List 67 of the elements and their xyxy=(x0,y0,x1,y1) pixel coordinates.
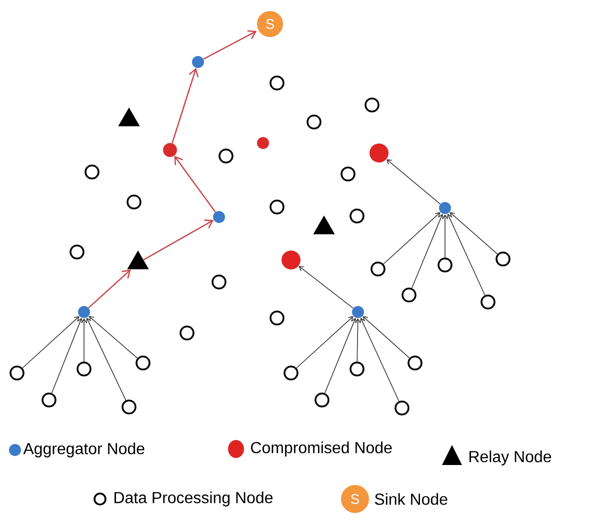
circle-node xyxy=(394,400,410,416)
circle-node xyxy=(126,194,142,210)
dot-node xyxy=(282,250,300,270)
circle-node xyxy=(270,76,284,90)
arrow xyxy=(143,220,214,260)
dot-node xyxy=(192,56,204,68)
arrow xyxy=(442,214,448,258)
arrow xyxy=(383,212,440,264)
circle-node xyxy=(364,98,380,112)
arrow xyxy=(324,318,357,394)
legend-label: Data Processing Node xyxy=(114,492,273,506)
arrow xyxy=(446,214,486,296)
circle-node xyxy=(270,200,284,214)
circle-node xyxy=(76,362,92,376)
triangle-node xyxy=(313,216,335,234)
arrow xyxy=(298,266,354,309)
circle-node xyxy=(136,356,150,370)
arrow xyxy=(360,318,400,402)
arrow xyxy=(51,318,83,394)
arrow xyxy=(386,159,441,204)
circle-node xyxy=(212,274,226,290)
arrow xyxy=(172,68,199,144)
legend-label: Aggregator Node xyxy=(23,442,144,458)
circle-node xyxy=(314,392,330,408)
circle-node xyxy=(496,252,510,266)
circle-node xyxy=(42,392,56,408)
circle-node xyxy=(10,366,24,380)
arrow xyxy=(411,214,444,289)
arrow xyxy=(203,30,257,60)
legend-label: Compromised Node xyxy=(251,442,392,456)
arrow xyxy=(88,269,131,308)
dot-node xyxy=(78,306,90,318)
dot-node xyxy=(257,137,269,149)
dot-node xyxy=(163,143,177,157)
dot-node xyxy=(370,144,388,162)
circle-node xyxy=(408,356,422,370)
arrow xyxy=(86,318,126,401)
circle-node xyxy=(84,164,100,180)
arrow xyxy=(450,212,498,255)
dot-node xyxy=(213,211,225,223)
circle-node xyxy=(402,288,416,302)
circle-node xyxy=(122,400,136,414)
arrow xyxy=(296,316,354,368)
legend-label: Relay Node xyxy=(470,450,552,466)
arrow xyxy=(354,318,361,362)
dot-node xyxy=(439,202,451,214)
arrow xyxy=(88,316,138,359)
triangle-node xyxy=(127,250,149,270)
circle-node xyxy=(270,310,284,326)
circle-node xyxy=(218,148,234,164)
circle-node xyxy=(350,208,364,224)
circle-node xyxy=(284,366,298,380)
circle-node xyxy=(350,362,364,376)
circle-node xyxy=(306,114,322,130)
arrow xyxy=(362,316,410,358)
circle-node xyxy=(340,166,356,182)
circle-node xyxy=(70,244,84,260)
arrow xyxy=(81,318,87,362)
legend-label: Sink Node xyxy=(374,493,448,505)
circle-node xyxy=(370,262,386,276)
arrow xyxy=(174,156,216,212)
triangle-node xyxy=(118,108,140,126)
dot-node xyxy=(352,306,364,318)
circle-node xyxy=(180,326,194,340)
circle-node xyxy=(438,258,452,272)
circle-node xyxy=(480,294,496,310)
arrow xyxy=(22,316,80,368)
